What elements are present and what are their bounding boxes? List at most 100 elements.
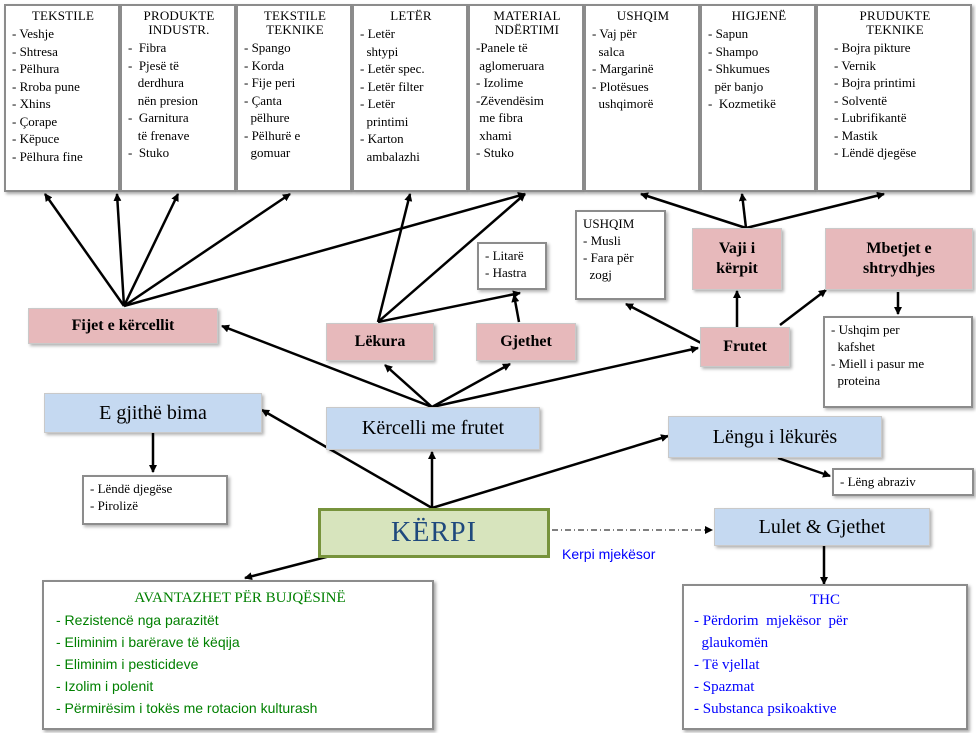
- arrow-fijet-tekstile: [43, 193, 126, 307]
- category-item: aglomeruara: [476, 57, 545, 73]
- box-lende-djegese: - Lëndë djegëse - Pirolizë: [82, 475, 228, 525]
- category-item: - Kozmetikë: [708, 96, 776, 111]
- category-title: TEKSTILE TEKNIKE: [263, 8, 327, 37]
- arrow-lekura-litare: [377, 290, 521, 324]
- category-ushqim: USHQIM - Vaj për salca - Margarinë - Plo…: [584, 4, 700, 192]
- category-item: - Vaj për: [592, 26, 637, 41]
- thc-title: THC: [810, 592, 840, 608]
- arrow-gjethet-litare: [511, 294, 521, 323]
- category-item: - Xhins: [12, 96, 51, 111]
- arrow-fijet-material: [123, 192, 526, 308]
- category-item: - Vernik: [834, 57, 877, 73]
- ushqim-title: USHQIM: [583, 216, 635, 231]
- arrow-lengu-abraziv: [777, 456, 831, 478]
- category-item: - Çanta: [244, 92, 282, 108]
- ushqim-item: zogj: [583, 267, 612, 282]
- arrow-kerpi-gjithe: [261, 408, 433, 510]
- djegese-item: - Pirolizë: [90, 498, 139, 513]
- category-item: për banjo: [708, 78, 764, 94]
- arrow-kercelli-gjethet: [431, 362, 511, 409]
- box-litare-hastra: - Litarë - Hastra: [477, 242, 547, 290]
- category-item: - Letër: [360, 96, 396, 111]
- arrow-lekura-leter: [376, 193, 413, 323]
- arrow-fijet-industr: [113, 193, 126, 307]
- category-item: - Sapun: [708, 26, 749, 41]
- category-item: - Lubrifikantë: [834, 110, 907, 125]
- category-item: salca: [592, 43, 625, 59]
- category-title: HIGJENË: [731, 8, 787, 23]
- category-item: - Mastik: [834, 127, 878, 143]
- category-item: - Letër filter: [360, 78, 424, 94]
- arrow-fijet-leter: [123, 192, 291, 308]
- node-kerpi: KËRPI: [318, 508, 550, 558]
- category-item: - Bojra printimi: [834, 75, 916, 90]
- category-item: - Karton: [360, 131, 404, 146]
- category-item: me fibra: [476, 110, 523, 125]
- arrow-kercelli-fijet: [221, 324, 433, 409]
- category-item: - Shampo: [708, 43, 759, 59]
- category-item: - Korda: [244, 57, 285, 73]
- category-item: - Çorape: [12, 113, 58, 129]
- category-title: MATERIAL NDËRTIMI: [493, 8, 561, 37]
- category-item: - Bojra pikture: [834, 40, 911, 55]
- category-item: nën presion: [128, 92, 199, 108]
- node-lulet-gjethet: Lulet & Gjethet: [714, 508, 930, 546]
- category-produkte-teknike: PRUDUKTE TEKNIKE - Bojra pikture - Verni…: [816, 4, 972, 192]
- category-item: - Pëlhura: [12, 61, 60, 76]
- arrow-kercelli-frutet: [431, 345, 699, 409]
- avantazhet-title: AVANTAZHET PËR BUJQËSINË: [134, 590, 346, 606]
- avantazhet-item: - Eliminim i pesticideve: [56, 656, 199, 672]
- category-item: xhami: [476, 127, 512, 143]
- category-item: gomuar: [244, 145, 291, 160]
- kafshet-item: kafshet: [831, 339, 876, 354]
- arrow-frutet-ushqim: [625, 302, 706, 347]
- category-item: -Panele të: [476, 40, 528, 55]
- category-tekstile: TEKSTILE - Veshje - Shtresa - Pëlhura - …: [4, 4, 120, 192]
- category-item: derdhura: [128, 75, 184, 90]
- category-item: - Garnitura: [128, 110, 189, 125]
- arrow-kerpi-lengu: [431, 434, 669, 510]
- box-leng-abraziv: - Lëng abraziv: [832, 468, 974, 496]
- category-item: printimi: [360, 113, 409, 129]
- litare-item: - Hastra: [485, 265, 527, 280]
- djegese-item: - Lëndë djegëse: [90, 481, 173, 496]
- arrow-lekura-material: [377, 193, 526, 323]
- category-item: - Këpuce: [12, 131, 60, 146]
- avantazhet-item: - Përmirësim i tokës me rotacion kultura…: [56, 700, 318, 716]
- category-title: TEKSTILE: [31, 8, 95, 23]
- category-title: PRUDUKTE TEKNIKE: [859, 8, 931, 37]
- category-item: shtypi: [360, 43, 399, 59]
- arrow-fijet-teknike: [122, 193, 180, 307]
- thc-item: - Substanca psikoaktive: [694, 701, 837, 717]
- node-fijet-e-kercellit: Fijet e kërcellit: [28, 308, 218, 344]
- category-leter: LETËR - Letër shtypi - Letër spec. - Let…: [352, 4, 468, 192]
- category-item: - Solventë: [834, 92, 888, 108]
- category-item: - Shkumues: [708, 61, 770, 76]
- box-avantazhet: AVANTAZHET PËR BUJQËSINË - Rezistencë ng…: [42, 580, 434, 730]
- category-item: - Lëndë djegëse: [834, 145, 917, 160]
- category-item: të frenave: [128, 127, 190, 143]
- category-item: - Stuko: [476, 145, 514, 160]
- category-title: PRODUKTE INDUSTR.: [143, 8, 215, 37]
- ushqim-item: - Fara për: [583, 250, 634, 265]
- box-ushqim-frutet: USHQIM - Musli - Fara për zogj: [575, 210, 666, 300]
- category-item: pëlhure: [244, 110, 290, 125]
- thc-item: glaukomën: [694, 635, 769, 651]
- category-item: - Izolime: [476, 75, 524, 90]
- category-item: - Pjesë të: [128, 57, 179, 73]
- node-frutet: Frutet: [700, 327, 790, 367]
- category-item: - Rroba pune: [12, 78, 80, 94]
- node-gjethet: Gjethet: [476, 323, 576, 361]
- category-item: - Pëlhurë e: [244, 127, 301, 143]
- litare-item: - Litarë: [485, 248, 524, 263]
- node-e-gjithe-bima: E gjithë bima: [44, 393, 262, 433]
- ushqim-item: - Musli: [583, 233, 621, 248]
- avantazhet-item: - Izolim i polenit: [56, 678, 154, 694]
- category-produkte-industr: PRODUKTE INDUSTR. - Fibra - Pjesë të der…: [120, 4, 236, 192]
- arrow-kercelli-lekura: [384, 364, 433, 408]
- arrow-kerpi-avantazhet: [244, 554, 331, 581]
- box-thc: THC - Përdorim mjekësor për glaukomën - …: [682, 584, 968, 730]
- avantazhet-item: - Rezistencë nga parazitët: [56, 612, 219, 628]
- avantazhet-item: - Eliminim i barërave të këqija: [56, 634, 240, 650]
